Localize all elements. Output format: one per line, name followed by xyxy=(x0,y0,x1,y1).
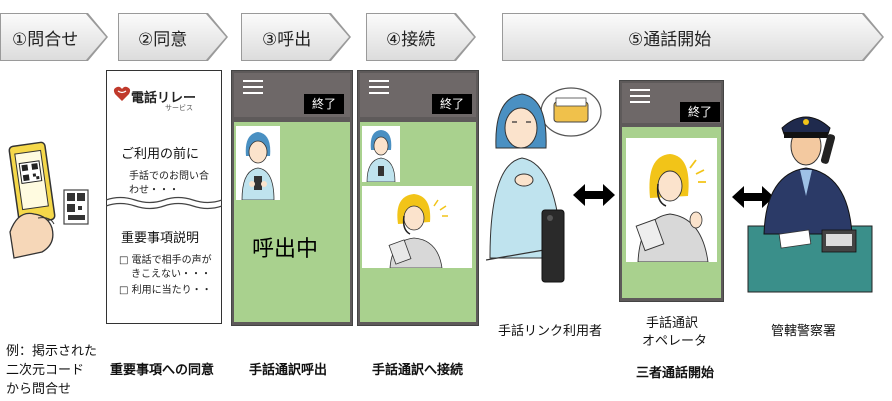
caption-step1-line2: 二次元コード xyxy=(6,363,85,378)
consent-item-1a: □ 電話で相手の声が xyxy=(119,255,212,266)
consent-heading-1: ご利用の前に xyxy=(121,147,200,162)
caption-three-way: 三者通話開始 xyxy=(636,366,715,381)
logo-main-text: 電話リレー xyxy=(131,91,197,106)
menu-icon xyxy=(369,80,389,95)
consent-screen: 電話リレー サービス ご利用の前に 手話でのお問い合 わせ・・・ 重要事項説明 … xyxy=(105,70,223,324)
consent-body-1a: 手話でのお問い合 xyxy=(129,171,209,182)
consent-heading-2: 重要事項説明 xyxy=(121,231,200,246)
step-label-3: ③呼出 xyxy=(262,30,312,50)
step-arrow-1 xyxy=(1,14,106,60)
menu-icon xyxy=(630,89,650,104)
sign-user-illustration xyxy=(485,68,610,283)
consent-body-1b: わせ・・・ xyxy=(129,185,179,196)
step-arrow-2 xyxy=(119,14,226,60)
step-label-1: ①問合せ xyxy=(12,30,79,50)
interpreter-video xyxy=(362,186,472,269)
operator-video xyxy=(626,138,717,263)
step-arrow-5 xyxy=(503,14,882,60)
step-arrow-4 xyxy=(367,14,474,60)
end-call-button[interactable]: 終了 xyxy=(432,94,472,114)
caption-police: 管轄警察署 xyxy=(771,324,837,339)
consent-item-1b: きこえない・・・ xyxy=(131,269,211,280)
double-headed-arrow-icon xyxy=(573,184,615,206)
signer-video-small xyxy=(236,126,280,201)
police-officer-illustration xyxy=(744,104,874,294)
end-call-button[interactable]: 終了 xyxy=(304,94,344,114)
wavy-divider xyxy=(105,195,223,211)
caption-user: 手話リンク利用者 xyxy=(498,324,603,339)
caption-step1-line1: 例：掲示された xyxy=(6,344,98,359)
step-label-4: ④接続 xyxy=(386,30,436,50)
caption-step2: 重要事項への同意 xyxy=(110,363,215,378)
caption-step3: 手話通訳呼出 xyxy=(249,363,328,378)
qr-scan-illustration xyxy=(8,140,98,260)
step-label-2: ②同意 xyxy=(138,30,188,50)
end-call-button[interactable]: 終了 xyxy=(680,102,720,122)
double-headed-arrow-icon xyxy=(732,186,774,208)
menu-icon xyxy=(243,80,263,95)
caption-step1-line3: から問合せ xyxy=(6,382,72,397)
consent-item-2: □ 利用に当たり・・ xyxy=(119,285,212,296)
logo-sub-text: サービス xyxy=(165,104,193,112)
heart-logo-icon xyxy=(113,85,131,103)
caption-operator-line2: オペレータ xyxy=(642,334,708,349)
calling-status-text: 呼出中 xyxy=(252,237,319,262)
qr-code-icon xyxy=(18,160,43,184)
step-arrow-3 xyxy=(242,14,349,60)
step-label-5: ⑤通話開始 xyxy=(628,30,712,50)
signer-video-thumb xyxy=(362,126,400,183)
caption-step4: 手話通訳へ接続 xyxy=(372,363,464,378)
caption-operator-line1: 手話通訳 xyxy=(646,316,699,331)
